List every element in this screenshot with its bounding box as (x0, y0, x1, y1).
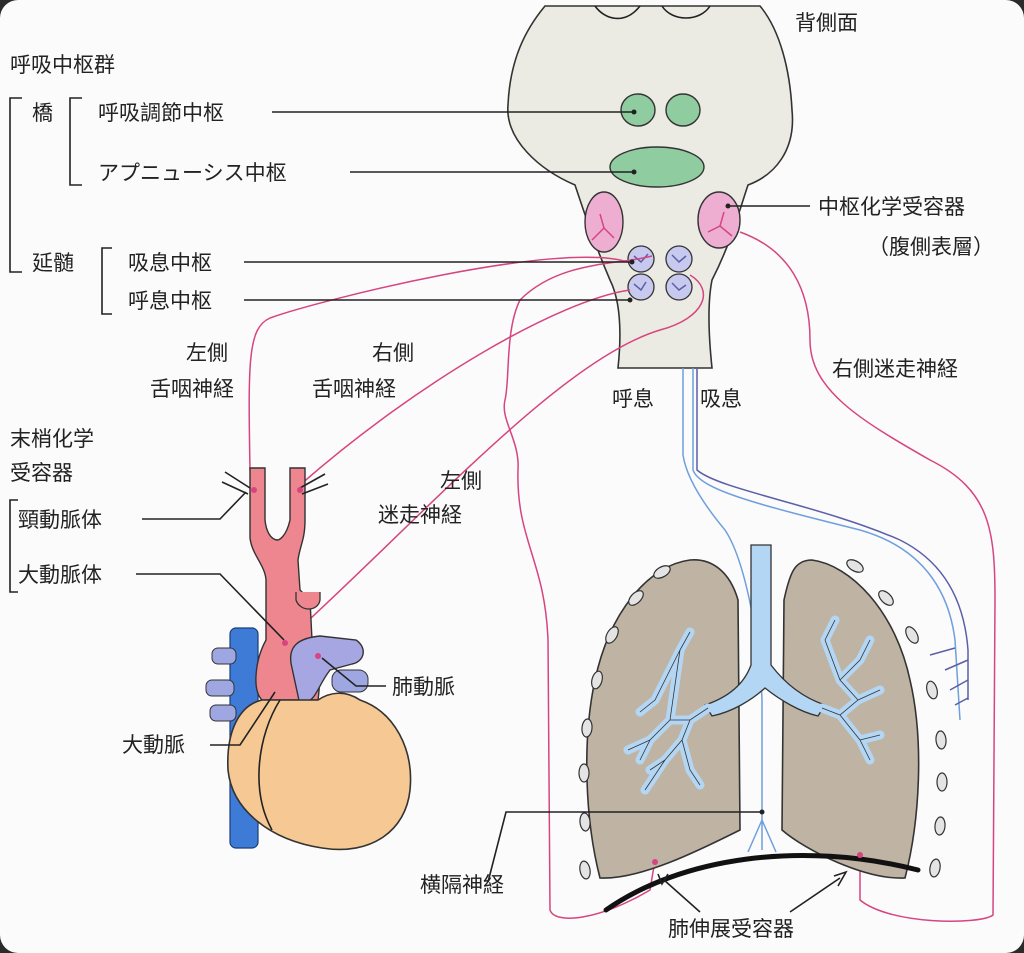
left-lung-afferent-nerve (503, 255, 656, 919)
aortic-body-marker (282, 640, 288, 646)
pulmonary-vein-left-3 (209, 704, 237, 722)
label-dorsal-surface: 背側面 (795, 11, 858, 35)
heart (227, 692, 412, 851)
carotid-body-nerve-left (221, 471, 251, 495)
right-lung (781, 559, 920, 879)
leader-carotid-body (142, 491, 247, 520)
bracket-peripheral (9, 499, 18, 593)
pulmonary-vein-left-2 (205, 679, 235, 697)
label-left-vagus-nerve: 迷走神経 (378, 503, 462, 527)
label-left-glossopharyngeal-nerve: 舌咽神経 (150, 377, 234, 401)
leader-pulmonary-artery (321, 657, 386, 687)
expiratory-center-left (627, 273, 655, 301)
pulmonary-vein-left-1 (211, 647, 237, 665)
central-chemoreceptor-right (697, 191, 741, 249)
left-bronchioles-outline (627, 631, 709, 791)
label-carotid-body: 頸動脈体 (18, 508, 102, 532)
leader-apneustic-dot (631, 169, 637, 175)
vagus-efferent-terminals (929, 647, 969, 706)
label-respiratory-center-group: 呼吸中枢群 (10, 53, 115, 77)
center-synapse-marks (633, 253, 687, 292)
leader-aortic-body (136, 573, 285, 641)
leader-phrenic-dot (759, 809, 765, 815)
label-peripheral-chemoreceptor-1: 末梢化学 (10, 427, 94, 451)
brainstem-dorsal-contour-2 (661, 5, 711, 19)
central-chemoreceptor-right-nerve (707, 211, 733, 237)
leader-phrenic (487, 811, 762, 883)
label-apneustic-center: アプニューシス中枢 (98, 161, 287, 185)
right-bronchioles-outline (821, 619, 881, 761)
label-pulmonary-artery: 肺動脈 (392, 675, 455, 699)
label-aortic-body: 大動脈体 (18, 563, 102, 587)
central-chemoreceptor-left-nerve (591, 213, 615, 241)
ribs-right (846, 559, 948, 878)
label-medulla: 延髄 (32, 251, 74, 275)
bronchial-tree (704, 544, 826, 717)
label-lung-stretch-receptor: 肺伸展受容器 (668, 917, 794, 941)
pneumotaxic-nucleus-right (665, 93, 701, 127)
label-right-vagus: 右側迷走神経 (832, 357, 958, 381)
pulmonary-artery-shape (289, 635, 364, 706)
vagus-efferent-nerve (696, 368, 969, 700)
stretch-receptor-left-marker (652, 859, 658, 865)
central-chemoreceptor-left (584, 191, 624, 253)
diaphragm (603, 852, 921, 913)
bracket-pons (69, 97, 82, 186)
left-vagus-nerve (284, 274, 705, 643)
label-expiration: 呼息 (612, 387, 654, 411)
phrenic-nerve-right (692, 368, 961, 721)
left-glossopharyngeal-nerve (248, 256, 629, 471)
leader-stretch-left (663, 879, 701, 913)
label-peripheral-chemoreceptor-2: 受容器 (10, 461, 73, 485)
carotid-body-marker-right (297, 487, 303, 493)
leader-aorta (210, 691, 276, 746)
label-left-glossopharyngeal-side: 左側 (186, 341, 228, 365)
stretch-receptor-right-marker (857, 852, 863, 858)
brainstem-dorsal-contour (594, 5, 641, 20)
expiratory-center-right (665, 273, 693, 301)
label-right-glossopharyngeal-nerve: 舌咽神経 (312, 377, 396, 401)
arrow-right (833, 870, 848, 887)
ribs-left (578, 565, 671, 880)
label-central-chemoreceptor: 中枢化学受容器 (818, 195, 965, 219)
carotid-body-marker-left (251, 487, 257, 493)
arrow-left (657, 873, 669, 886)
label-pneumotaxic-center: 呼吸調節中枢 (98, 101, 224, 125)
apneustic-nucleus (609, 146, 705, 188)
leader-pneumotaxic-dot (631, 109, 637, 115)
label-pons: 橋 (32, 101, 53, 125)
bracket-respiratory-group (9, 97, 22, 273)
label-left-vagus-side: 左側 (440, 469, 482, 493)
heart-septum (258, 699, 281, 831)
pulmonary-artery-marker (315, 653, 321, 659)
label-expiratory-center: 呼息中枢 (128, 289, 212, 313)
leader-central-chemoreceptor-dot (725, 203, 731, 209)
leader-inspiratory-dot (629, 259, 635, 265)
right-glossopharyngeal-nerve (299, 289, 631, 486)
right-vagus-nerve (739, 231, 996, 922)
bracket-medulla (101, 247, 112, 315)
label-phrenic-nerve: 横隔神経 (420, 873, 504, 897)
carotid-body-nerve-right (299, 473, 329, 495)
label-inspiration: 吸息 (700, 387, 742, 411)
label-ventral-surface-layer: （腹側表層） (868, 235, 994, 259)
pneumotaxic-nucleus-left (620, 93, 656, 127)
aortic-arch-branches (295, 592, 321, 610)
label-aorta: 大動脈 (122, 733, 185, 757)
inspiratory-center-right (665, 245, 693, 273)
leader-stretch-right (789, 877, 841, 913)
left-lung (586, 559, 741, 879)
label-right-glossopharyngeal-side: 右側 (372, 341, 414, 365)
leader-expiratory-dot (627, 297, 633, 303)
label-inspiratory-center: 吸息中枢 (128, 251, 212, 275)
